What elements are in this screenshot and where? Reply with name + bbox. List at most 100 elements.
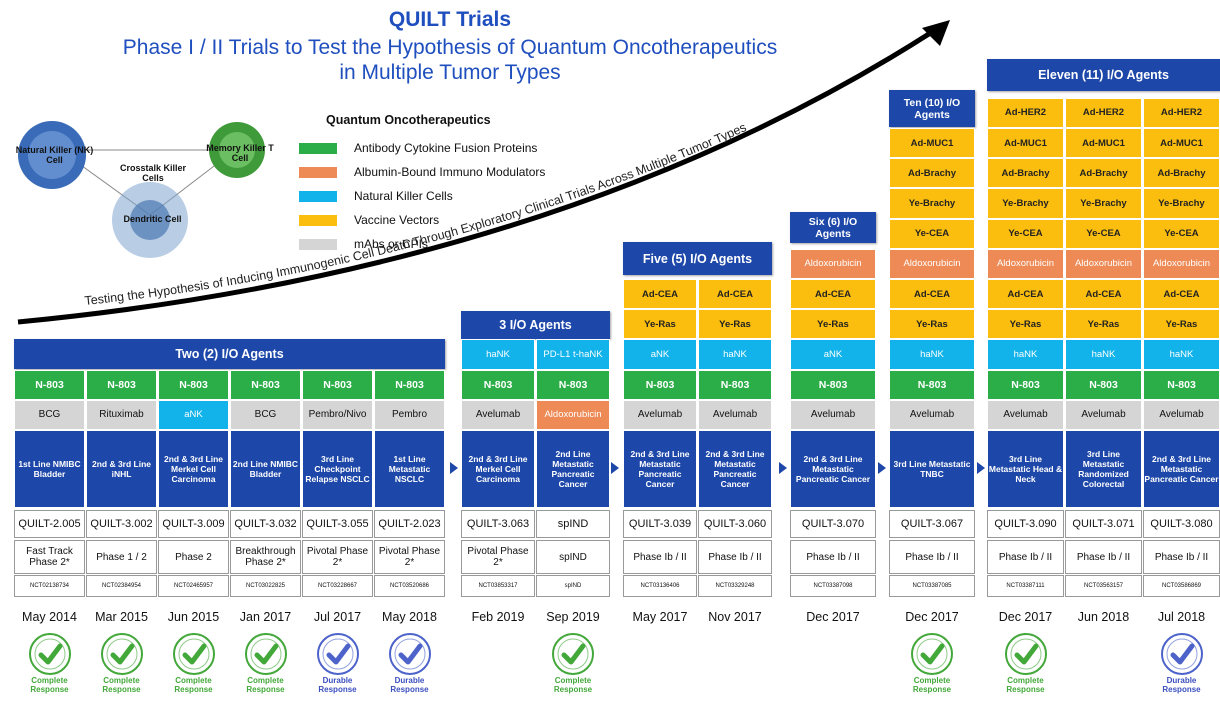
agent-cell: Ye-Ras xyxy=(889,309,975,340)
phase-cell: Phase Ib / II xyxy=(698,540,772,574)
flow-arrow-icon xyxy=(977,462,985,474)
agent-cell: Ad-CEA xyxy=(623,279,697,310)
check-seal-icon xyxy=(100,633,143,675)
nk-cell-label: Natural Killer (NK) Cell xyxy=(15,145,94,165)
agent-cell: Aldoxorubicin xyxy=(987,248,1064,279)
nct-cell: NCT03136406 xyxy=(623,575,697,597)
phase-cell: Phase Ib / II xyxy=(889,540,975,574)
agent-cell: Avelumab xyxy=(889,399,975,430)
agent-cell: Ad-HER2 xyxy=(987,97,1064,128)
agent-cell: haNK xyxy=(1143,339,1220,370)
check-seal-icon xyxy=(552,633,594,675)
agent-cell: Ye-CEA xyxy=(1065,218,1142,249)
nct-cell: NCT03387098 xyxy=(790,575,876,597)
indication-cell: 2nd & 3rd Line Metastatic Pancreatic Can… xyxy=(623,430,697,508)
agent-cell: N-803 xyxy=(790,369,876,400)
flow-arrow-icon xyxy=(450,462,458,474)
agent-cell: Avelumab xyxy=(1065,399,1142,430)
agent-cell: Ad-CEA xyxy=(889,279,975,310)
legend-label: Vaccine Vectors xyxy=(354,213,440,227)
trial-date: Jan 2017 xyxy=(239,610,292,624)
trial-date: Nov 2017 xyxy=(708,610,762,624)
legend-swatch xyxy=(299,238,337,250)
quilt-id-cell: QUILT-3.090 xyxy=(987,510,1064,538)
legend-swatch xyxy=(299,190,337,202)
phase-cell: Phase Ib / II xyxy=(1143,540,1220,574)
legend-title: Quantum Oncotherapeutics xyxy=(326,113,491,127)
quilt-id-cell: QUILT-2.023 xyxy=(374,510,445,538)
legend-label: Albumin-Bound Immuno Modulators xyxy=(354,165,546,179)
quilt-id-cell: QUILT-3.070 xyxy=(790,510,876,538)
trial-date: Dec 2017 xyxy=(806,610,860,624)
indication-cell: 2nd Line NMIBC Bladder xyxy=(230,430,301,508)
agent-cell: Aldoxorubicin xyxy=(536,399,610,430)
quilt-id-cell: QUILT-3.002 xyxy=(86,510,157,538)
check-seal-icon xyxy=(911,633,953,675)
agent-cell: BCG xyxy=(14,399,85,430)
agent-cell: Ad-CEA xyxy=(987,279,1064,310)
nct-cell: NCT03387085 xyxy=(889,575,975,597)
phase-cell: Pivotal Phase 2* xyxy=(374,540,445,574)
legend-label: Antibody Cytokine Fusion Proteins xyxy=(354,141,538,155)
agent-cell: Ad-CEA xyxy=(790,279,876,310)
agent-cell: N-803 xyxy=(14,369,85,400)
agent-cell: Pembro xyxy=(374,399,445,430)
legend-label: Natural Killer Cells xyxy=(354,189,453,203)
agent-cell: aNK xyxy=(623,339,697,370)
legend-swatch xyxy=(299,166,337,178)
agent-cell: Ad-Brachy xyxy=(889,158,975,189)
agent-cell: Avelumab xyxy=(1143,399,1220,430)
nct-cell: NCT03022825 xyxy=(230,575,301,597)
phase-cell: Phase Ib / II xyxy=(1065,540,1142,574)
agent-cell: Ye-Brachy xyxy=(889,188,975,219)
agent-cell: Ye-Ras xyxy=(987,309,1064,340)
group-header: Eleven (11) I/O Agents xyxy=(987,59,1220,91)
agent-cell: Avelumab xyxy=(461,399,535,430)
agent-cell: Ad-HER2 xyxy=(1065,97,1142,128)
quilt-id-cell: QUILT-3.067 xyxy=(889,510,975,538)
check-seal-icon xyxy=(388,633,431,675)
check-seal-icon xyxy=(316,633,359,675)
group-header: Ten (10) I/O Agents xyxy=(889,90,975,127)
indication-cell: 1st Line NMIBC Bladder xyxy=(14,430,85,508)
nct-cell: NCT03853317 xyxy=(461,575,535,597)
flow-arrow-icon xyxy=(611,462,619,474)
legend-item: Antibody Cytokine Fusion Proteins xyxy=(299,140,537,156)
phase-cell: spIND xyxy=(536,540,610,574)
quilt-id-cell: QUILT-3.063 xyxy=(461,510,535,538)
agent-cell: Ad-MUC1 xyxy=(1065,128,1142,159)
agent-cell: Ye-Ras xyxy=(698,309,772,340)
agent-cell: Ye-Ras xyxy=(1065,309,1142,340)
agent-cell: Rituximab xyxy=(86,399,157,430)
agent-cell: Ad-CEA xyxy=(1143,279,1220,310)
agent-cell: haNK xyxy=(1065,339,1142,370)
nct-cell: NCT02138734 xyxy=(14,575,85,597)
nct-cell: NCT03228667 xyxy=(302,575,373,597)
nct-cell: NCT02384954 xyxy=(86,575,157,597)
agent-cell: Avelumab xyxy=(987,399,1064,430)
trial-date: May 2014 xyxy=(22,610,77,624)
agent-cell: Ad-Brachy xyxy=(1143,158,1220,189)
phase-cell: Fast Track Phase 2* xyxy=(14,540,85,574)
phase-cell: Pivotal Phase 2* xyxy=(461,540,535,574)
quilt-id-cell: QUILT-3.032 xyxy=(230,510,301,538)
group-header: 3 I/O Agents xyxy=(461,311,610,339)
legend-label: mAbs or CPIs xyxy=(354,237,429,251)
